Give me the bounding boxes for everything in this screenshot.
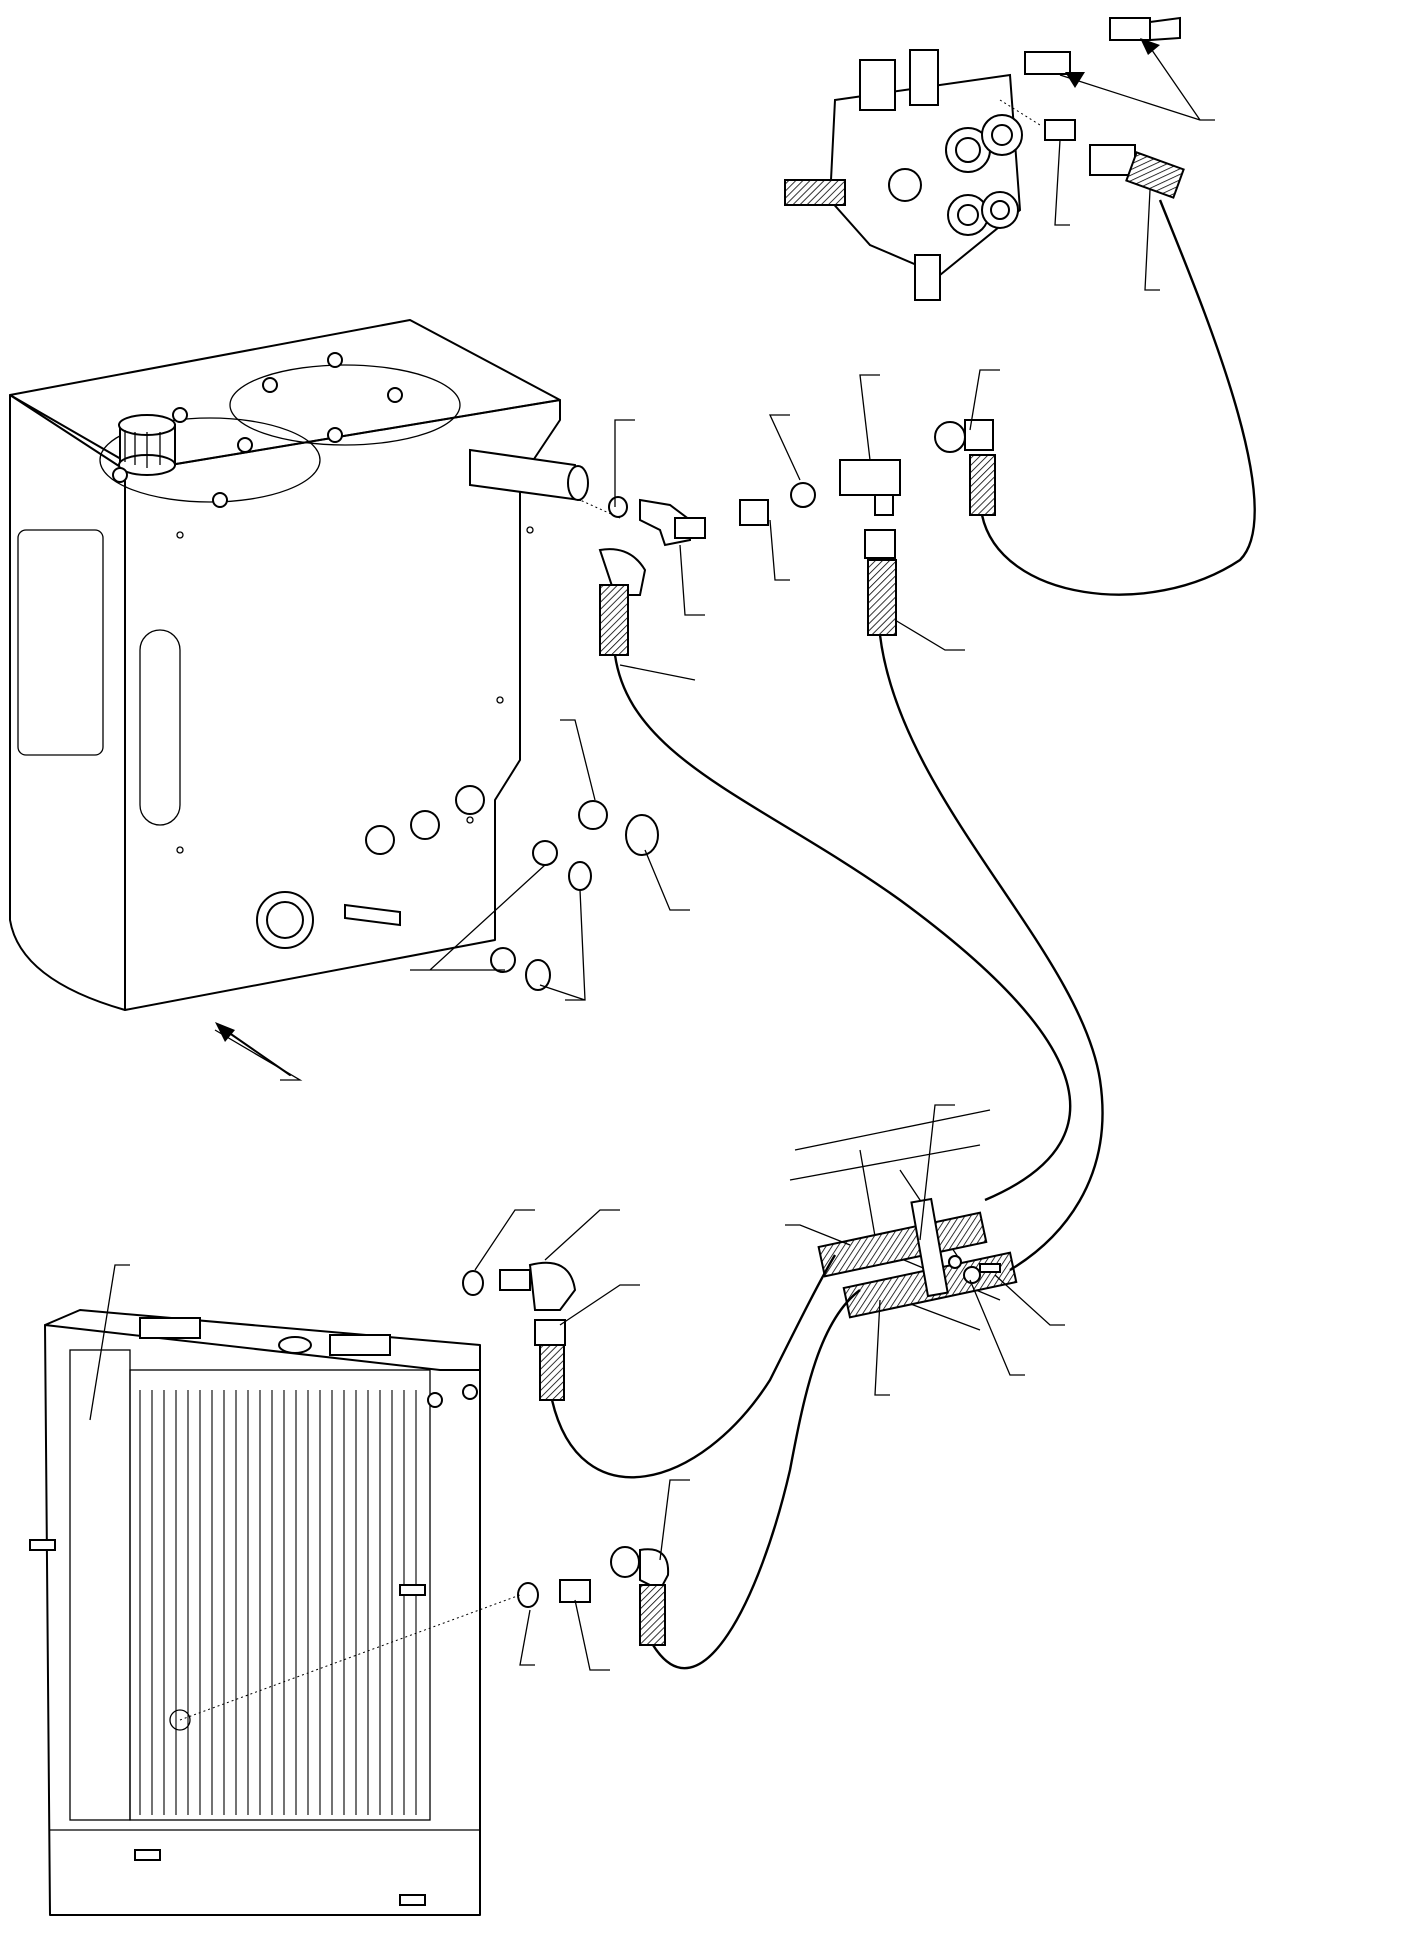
leader-line xyxy=(474,1209,535,1271)
arrow-head-icon xyxy=(215,1022,235,1042)
hose-clamp-bracket xyxy=(789,1109,1018,1331)
leader-line xyxy=(768,414,801,481)
leader-line xyxy=(679,544,705,616)
leader-line xyxy=(519,1609,535,1666)
leader-line xyxy=(1144,189,1160,291)
control-valve xyxy=(784,16,1185,301)
tank-ports xyxy=(256,785,485,949)
tank-return-pipe xyxy=(469,448,589,502)
cover-bolt-icons xyxy=(112,352,403,508)
leader-lines xyxy=(89,39,1215,1671)
leader-line xyxy=(969,1279,1025,1376)
leader-line xyxy=(1054,139,1070,226)
plug-fittings xyxy=(490,800,659,991)
leader-line xyxy=(994,1274,1065,1326)
hydraulic-tank xyxy=(9,319,589,1011)
leader-line xyxy=(874,1299,890,1396)
oil-cooler-radiator xyxy=(29,1309,481,1916)
leader-line xyxy=(410,864,546,971)
leader-line xyxy=(539,889,586,1001)
leader-line xyxy=(619,664,696,681)
radiator-studs xyxy=(29,1384,478,1906)
radiator-fins xyxy=(139,1390,417,1815)
leader-line xyxy=(559,1284,640,1326)
radiator-fittings xyxy=(462,1261,670,1646)
leader-line xyxy=(560,719,596,801)
leader-line xyxy=(614,419,635,507)
upper-fittings xyxy=(598,419,996,656)
radiator-cap-icon xyxy=(278,1336,312,1354)
leader-line xyxy=(785,1224,851,1246)
leader-line xyxy=(894,619,965,651)
leader-line xyxy=(969,369,1000,431)
direction-arrows xyxy=(215,38,1160,1076)
o-ring-icon xyxy=(608,496,628,518)
leader-line xyxy=(919,1104,955,1241)
arrow-head-icon xyxy=(1140,38,1160,55)
valve-fittings xyxy=(1024,16,1185,199)
tank-sight-window xyxy=(139,629,181,826)
tank-side-panel xyxy=(17,529,104,756)
leader-line xyxy=(859,374,880,461)
filler-cap-icon xyxy=(118,414,176,476)
leader-line xyxy=(214,1029,303,1081)
leader-line xyxy=(89,1264,130,1421)
leader-line xyxy=(769,519,790,581)
leader-line xyxy=(644,849,690,911)
arrow-head-icon xyxy=(1065,72,1085,88)
tank-bolts xyxy=(176,526,534,854)
tank-cover-plate xyxy=(99,417,321,503)
leader-line xyxy=(544,1209,620,1261)
leader-line xyxy=(659,1479,690,1561)
leader-line xyxy=(574,1599,610,1671)
tank-cover-plate-2 xyxy=(229,364,461,446)
leader-line xyxy=(1059,39,1215,121)
hydraulic-hoses xyxy=(179,99,1256,1721)
